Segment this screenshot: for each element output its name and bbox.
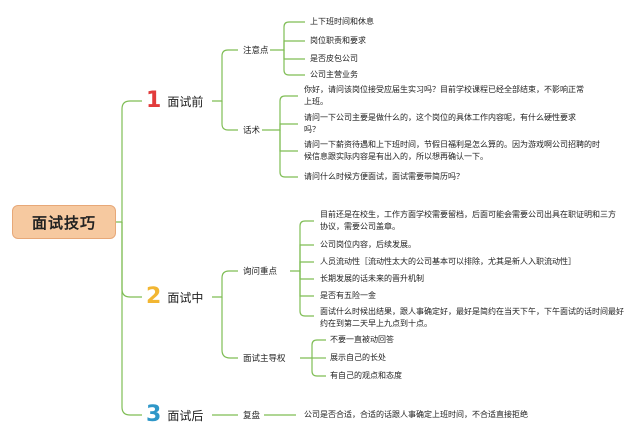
stage-number: 3 xyxy=(146,402,162,427)
connector-script-3 xyxy=(279,130,298,152)
leaf-item: 有自己的观点和态度 xyxy=(330,371,402,380)
leaf-item: 是否皮包公司 xyxy=(310,54,358,63)
leaf-item: 上下班时间和休息 xyxy=(310,17,374,26)
connector-stage1-notes xyxy=(212,49,238,102)
leaf-item: 面试什么时候出结果，跟人事确定好，最好是简约在当天下午，下午面试的话时间最好约在… xyxy=(320,307,624,328)
leaf-item: 目前还是在校生，工作方面学校需要留档，后面可能会需要公司出具在职证明和三方协议，… xyxy=(320,210,616,231)
connector-stage2-lead xyxy=(221,297,238,359)
leaf-item: 请问什么时候方便面试，面试需要带简历吗？ xyxy=(304,172,464,181)
stage-during: 2 面试中 xyxy=(146,286,203,308)
stage-number: 2 xyxy=(146,284,162,309)
connector-script-1 xyxy=(262,95,298,131)
leaf-item: 公司岗位内容，后续发展。 xyxy=(320,240,416,249)
subtopic-notes: 注意点 xyxy=(243,46,269,56)
subtopic-ask: 询问重点 xyxy=(243,267,278,277)
connector-ask-2 xyxy=(299,244,314,271)
connector-ask-5 xyxy=(299,271,314,297)
leaf-item: 不要一直被动回答 xyxy=(330,335,394,344)
stage-after: 3 面试后 xyxy=(146,404,203,426)
connector-notes-1 xyxy=(270,21,305,51)
stage-before: 1 面试前 xyxy=(146,90,203,112)
root-topic: 面试技巧 xyxy=(12,205,116,239)
stage-label: 面试后 xyxy=(167,408,204,423)
connector-ask-4 xyxy=(299,271,314,280)
subtopic-review: 复盘 xyxy=(243,411,261,421)
leaf-item: 请问一下薪资待遇和上下班时间，节假日福利是怎么算的。因为游戏啊公司招聘的时候信息… xyxy=(304,140,600,161)
connector-ask-3 xyxy=(299,261,314,271)
connector-stage1-script xyxy=(221,101,238,131)
subtopic-lead: 面试主导权 xyxy=(243,354,286,364)
stage-label: 面试前 xyxy=(167,94,204,109)
leaf-item: 人员流动性［流动性太大的公司基本可以排除，尤其是新人入职流动性］ xyxy=(320,257,576,266)
connector-ask-1 xyxy=(290,220,314,272)
connector-script-2 xyxy=(279,123,298,130)
connector-stage2-ask xyxy=(212,270,238,298)
leaf-item: 请问一下公司主要是做什么的，这个岗位的具体工作内容呢，有什么硬性要求吗？ xyxy=(304,113,576,134)
leaf-item: 岗位职责和要求 xyxy=(310,36,366,45)
connector-notes-3 xyxy=(283,50,305,60)
leaf-item: 长期发展的话未来的晋升机制 xyxy=(320,274,424,283)
subtopic-script: 话术 xyxy=(243,126,261,136)
leaf-item: 公司是否合适，合适的话跟人事确定上班时间，不合适直接拒绝 xyxy=(304,410,528,419)
stage-number: 1 xyxy=(146,88,162,113)
connector-notes-4 xyxy=(283,50,305,76)
connector-lead-1 xyxy=(300,339,326,359)
leaf-item: 是否有五险一金 xyxy=(320,291,376,300)
connector-root-stage3 xyxy=(121,222,142,416)
connector-notes-2 xyxy=(283,40,305,50)
connector-ask-6 xyxy=(299,271,314,317)
leaf-item: 你好，请问该岗位接受应届生实习吗？目前学校课程已经全部结束，不影响正常上班。 xyxy=(304,85,584,106)
connector-lead-3 xyxy=(311,358,326,377)
leaf-item: 公司主营业务 xyxy=(310,70,358,79)
connector-root-stage2 xyxy=(121,222,142,298)
leaf-item: 展示自己的长处 xyxy=(330,353,386,362)
connector-root-stage1 xyxy=(116,100,142,223)
connector-script-4 xyxy=(279,130,298,178)
stage-label: 面试中 xyxy=(167,290,204,305)
